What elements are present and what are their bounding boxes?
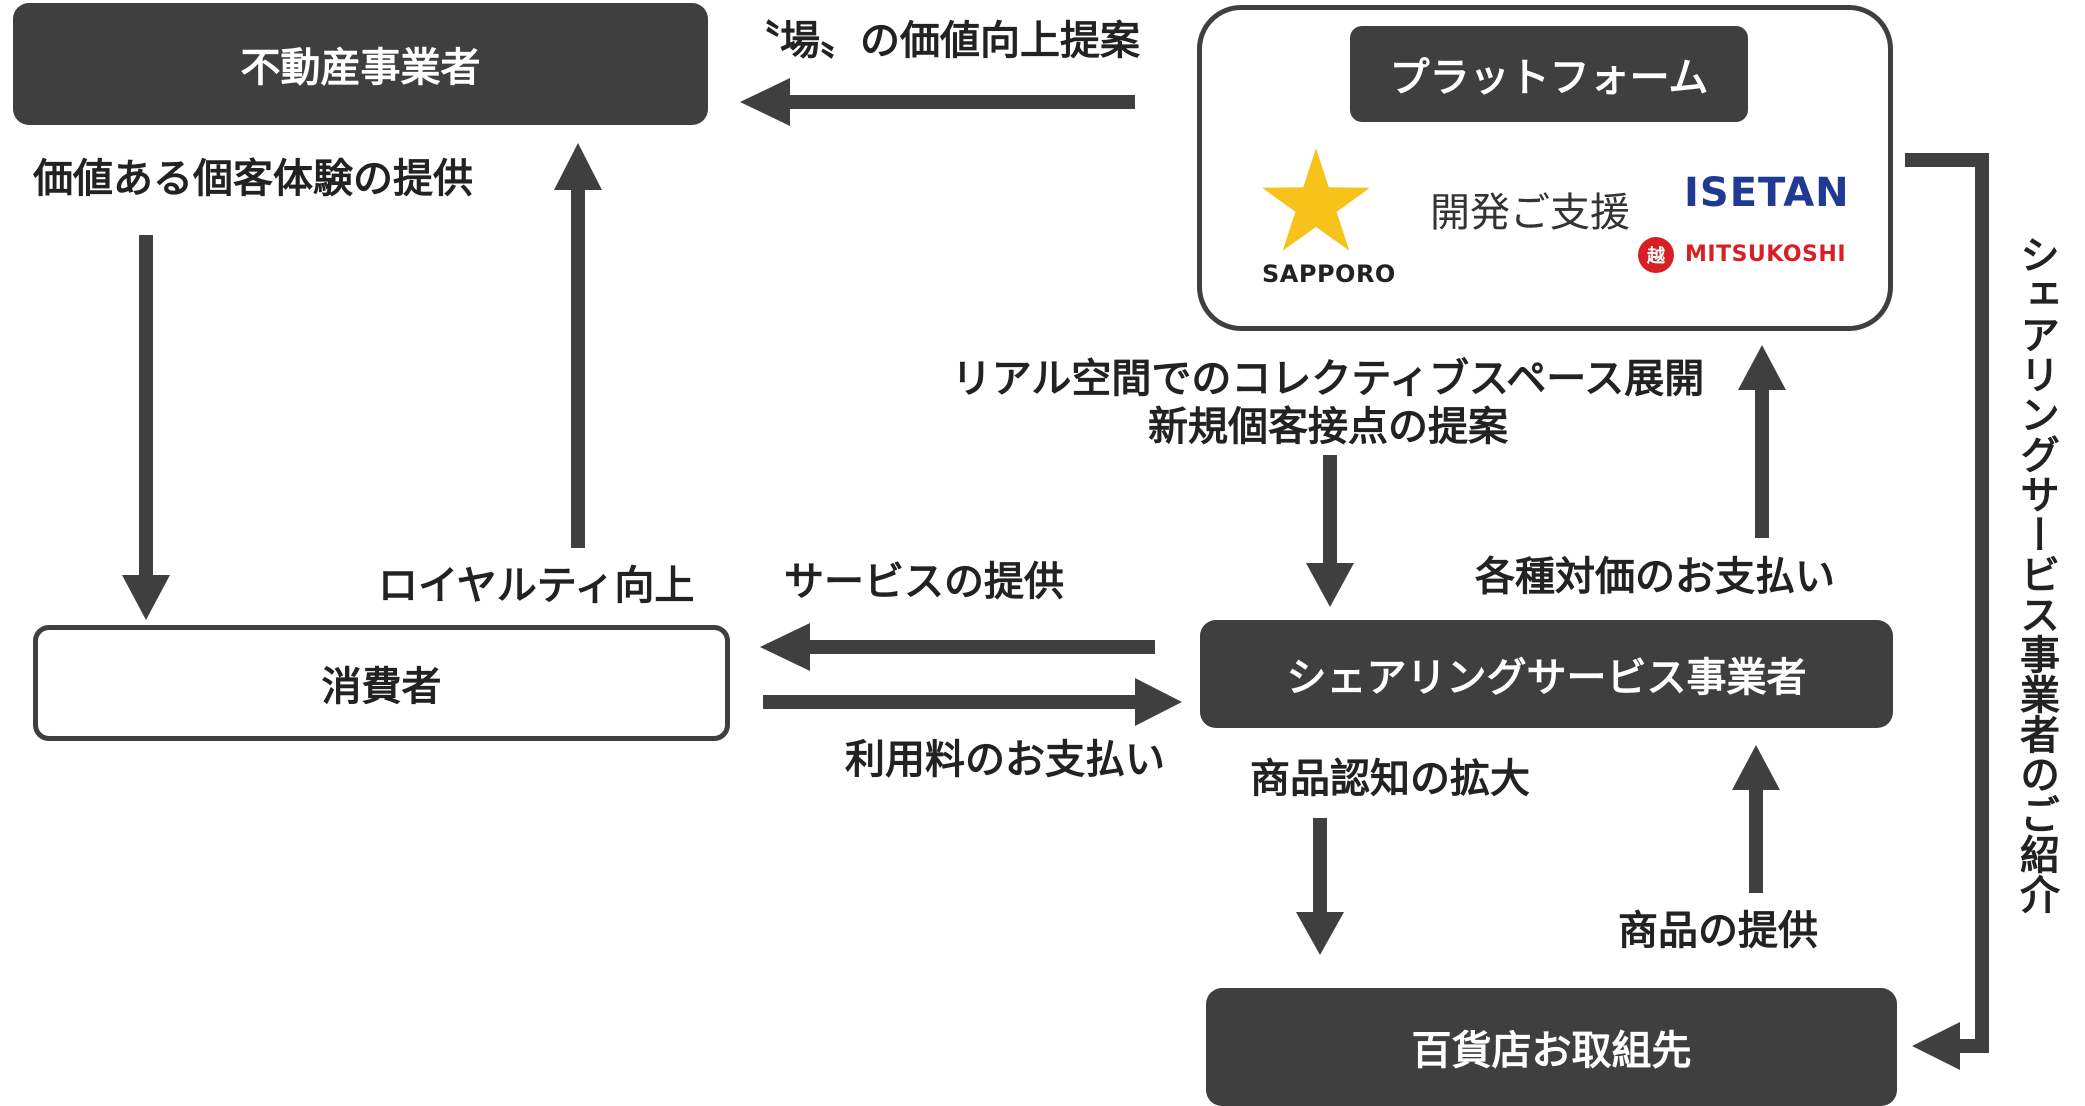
mitsukoshi-mark-icon: 越: [1638, 237, 1674, 273]
arrow-collective-space: [1306, 455, 1354, 607]
platform-container: プラットフォーム SAPPORO 開発ご支援 ISETAN 越 MITSUKOS…: [1197, 5, 1893, 331]
arrow-usage-fee: [763, 678, 1182, 726]
arrow-value-proposal: [740, 78, 1135, 126]
service-provision-label: サービスの提供: [784, 559, 1064, 605]
sapporo-logo-text: SAPPORO: [1262, 260, 1396, 288]
arrow-customer-experience: [122, 235, 170, 620]
sharing-service-label: シェアリングサービス事業者: [1286, 655, 1807, 701]
development-support-label: 開発ご支援: [1430, 190, 1630, 236]
department-store-box: 百貨店お取組先: [1206, 988, 1897, 1106]
arrow-product-awareness: [1296, 818, 1344, 955]
arrow-loyalty: [554, 143, 602, 548]
consumer-box: 消費者: [33, 625, 730, 741]
value-proposal-label: 〝場〟の価値向上提案: [740, 18, 1140, 64]
department-store-label: 百貨店お取組先: [1411, 1028, 1692, 1074]
isetan-logo-text: ISETAN: [1684, 170, 1850, 216]
sapporo-star-icon: [1262, 148, 1370, 251]
introduction-vertical-label: シェアリングサービス事業者のご紹介: [2013, 234, 2059, 914]
loyalty-label: ロイヤルティ向上: [378, 563, 695, 609]
consumer-label: 消費者: [321, 664, 442, 710]
sharing-service-box: シェアリングサービス事業者: [1200, 620, 1893, 728]
usage-fee-label: 利用料のお支払い: [845, 737, 1165, 783]
arrow-introduction: [1905, 153, 1989, 1070]
platform-title-box: プラットフォーム: [1350, 26, 1748, 122]
product-provision-label: 商品の提供: [1618, 908, 1818, 954]
collective-space-line1: リアル空間でのコレクティブスペース展開: [951, 356, 1705, 402]
platform-label: プラットフォーム: [1389, 55, 1709, 101]
real-estate-label: 不動産事業者: [240, 45, 481, 91]
customer-experience-label: 価値ある個客体験の提供: [33, 156, 473, 202]
arrow-service-provision: [760, 623, 1155, 671]
product-awareness-label: 商品認知の拡大: [1250, 756, 1530, 802]
real-estate-box: 不動産事業者: [13, 3, 708, 125]
arrow-various-payment: [1738, 345, 1786, 538]
mitsukoshi-logo-text: MITSUKOSHI: [1685, 242, 1846, 267]
various-payment-label: 各種対価のお支払い: [1475, 554, 1835, 600]
collective-space-line2: 新規個客接点の提案: [1148, 404, 1508, 450]
arrow-product-provision: [1732, 745, 1780, 893]
collective-space-label: リアル空間でのコレクティブスペース展開 新規個客接点の提案: [938, 355, 1718, 451]
